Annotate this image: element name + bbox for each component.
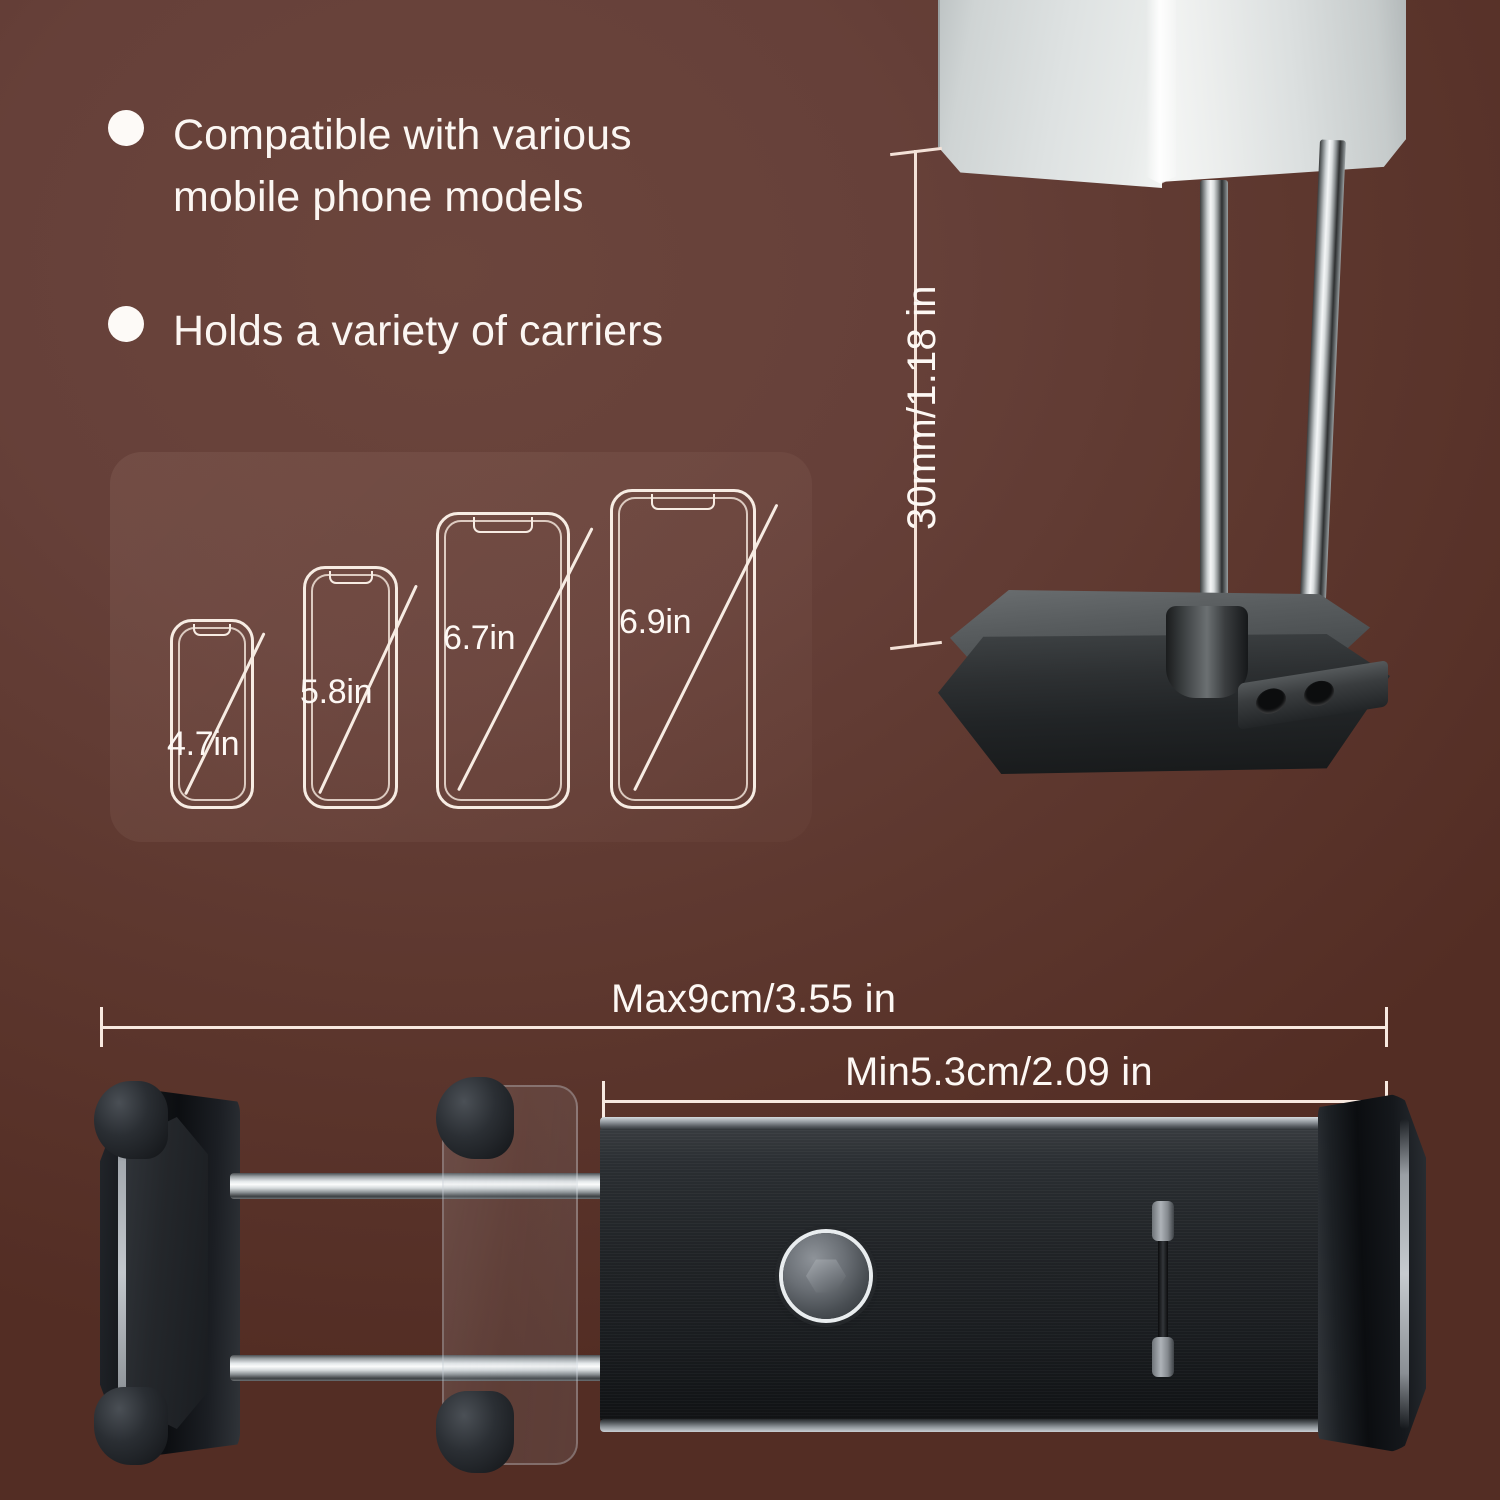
slot-nub-top	[1152, 1201, 1174, 1241]
phone-inner-edge	[178, 627, 246, 801]
min-width-label: Min5.3cm/2.09 in	[845, 1050, 1153, 1094]
slide-rod-upper	[230, 1173, 630, 1199]
hex-screw-icon[interactable]	[783, 1233, 869, 1319]
body-top-bevel	[600, 1117, 1362, 1130]
support-rod-left	[1200, 180, 1228, 630]
phone-outline-6-7: 6.7in	[436, 512, 594, 809]
jaw-corner-knob	[94, 1081, 168, 1159]
body-bottom-bevel	[600, 1419, 1362, 1432]
phone-size-label: 5.8in	[300, 673, 373, 711]
feature-text: Holds a variety of carriers	[173, 307, 664, 355]
dimension-cap-right	[1385, 1007, 1388, 1047]
notch-icon	[193, 624, 231, 636]
dimension-cap-left	[602, 1081, 605, 1121]
feature-item-carriers: Holds a variety of carriers	[108, 300, 788, 362]
height-dimension-label: 30mm/1.18 in	[900, 285, 944, 530]
phone-inner-edge	[444, 520, 562, 801]
phone-size-label: 6.7in	[443, 619, 516, 657]
rail-hole	[1256, 686, 1286, 717]
notch-icon	[328, 571, 373, 584]
right-jaw-rim-highlight	[1400, 1119, 1409, 1429]
dimension-line	[602, 1100, 1388, 1103]
feature-text: Compatible with various mobile phone mod…	[173, 111, 632, 222]
block-face-left	[938, 0, 1162, 188]
support-rod-right	[1299, 139, 1346, 601]
jaw-corner-knob	[94, 1387, 168, 1465]
jaw-rubber-pad	[126, 1117, 208, 1429]
adjustment-slot	[1158, 1215, 1168, 1357]
clamp-jaw-left	[94, 1081, 240, 1465]
rail-hole	[1304, 678, 1334, 709]
dot-icon	[108, 306, 144, 342]
slide-rod-lower	[230, 1355, 630, 1381]
clamp-jaw-ghost-min	[436, 1077, 578, 1473]
base-hub	[1166, 606, 1248, 698]
clamp-jaw-right	[1318, 1093, 1426, 1453]
mount-base-plate	[938, 586, 1408, 776]
phone-inner-edge	[311, 574, 390, 801]
slot-nub-bottom	[1152, 1337, 1174, 1377]
dimension-line	[100, 1026, 1388, 1029]
max-width-label: Max9cm/3.55 in	[611, 977, 897, 1021]
feature-item-compatible: Compatible with various mobile phone mod…	[108, 104, 748, 229]
phone-size-label: 6.9in	[619, 603, 692, 641]
phone-size-label: 4.7in	[167, 725, 240, 763]
block-edge-highlight	[1146, 0, 1176, 184]
phone-inner-edge	[618, 497, 748, 801]
notch-icon	[651, 494, 715, 510]
phone-outline-5-8: 5.8in	[300, 566, 418, 809]
phone-outline-4-7: 4.7in	[167, 619, 266, 809]
ghost-corner-knob	[436, 1077, 514, 1159]
clamp-body	[600, 1121, 1362, 1427]
phone-outline-6-9: 6.9in	[610, 489, 779, 809]
phone-compatibility-panel: 4.7in 5.8in 6.7in 6.9in	[110, 452, 812, 842]
block-face-right	[1160, 0, 1406, 182]
jaw-rim-highlight	[118, 1109, 126, 1437]
dimension-line	[914, 150, 917, 646]
expandable-phone-clamp	[70, 1075, 1430, 1475]
dimension-cap-left	[100, 1007, 103, 1047]
dot-icon	[108, 110, 144, 146]
hex-glyph	[806, 1259, 846, 1293]
silver-mount-block	[938, 0, 1406, 192]
ghost-corner-knob	[436, 1391, 514, 1473]
notch-icon	[473, 517, 533, 533]
tripod-mount-assembly	[930, 0, 1450, 820]
